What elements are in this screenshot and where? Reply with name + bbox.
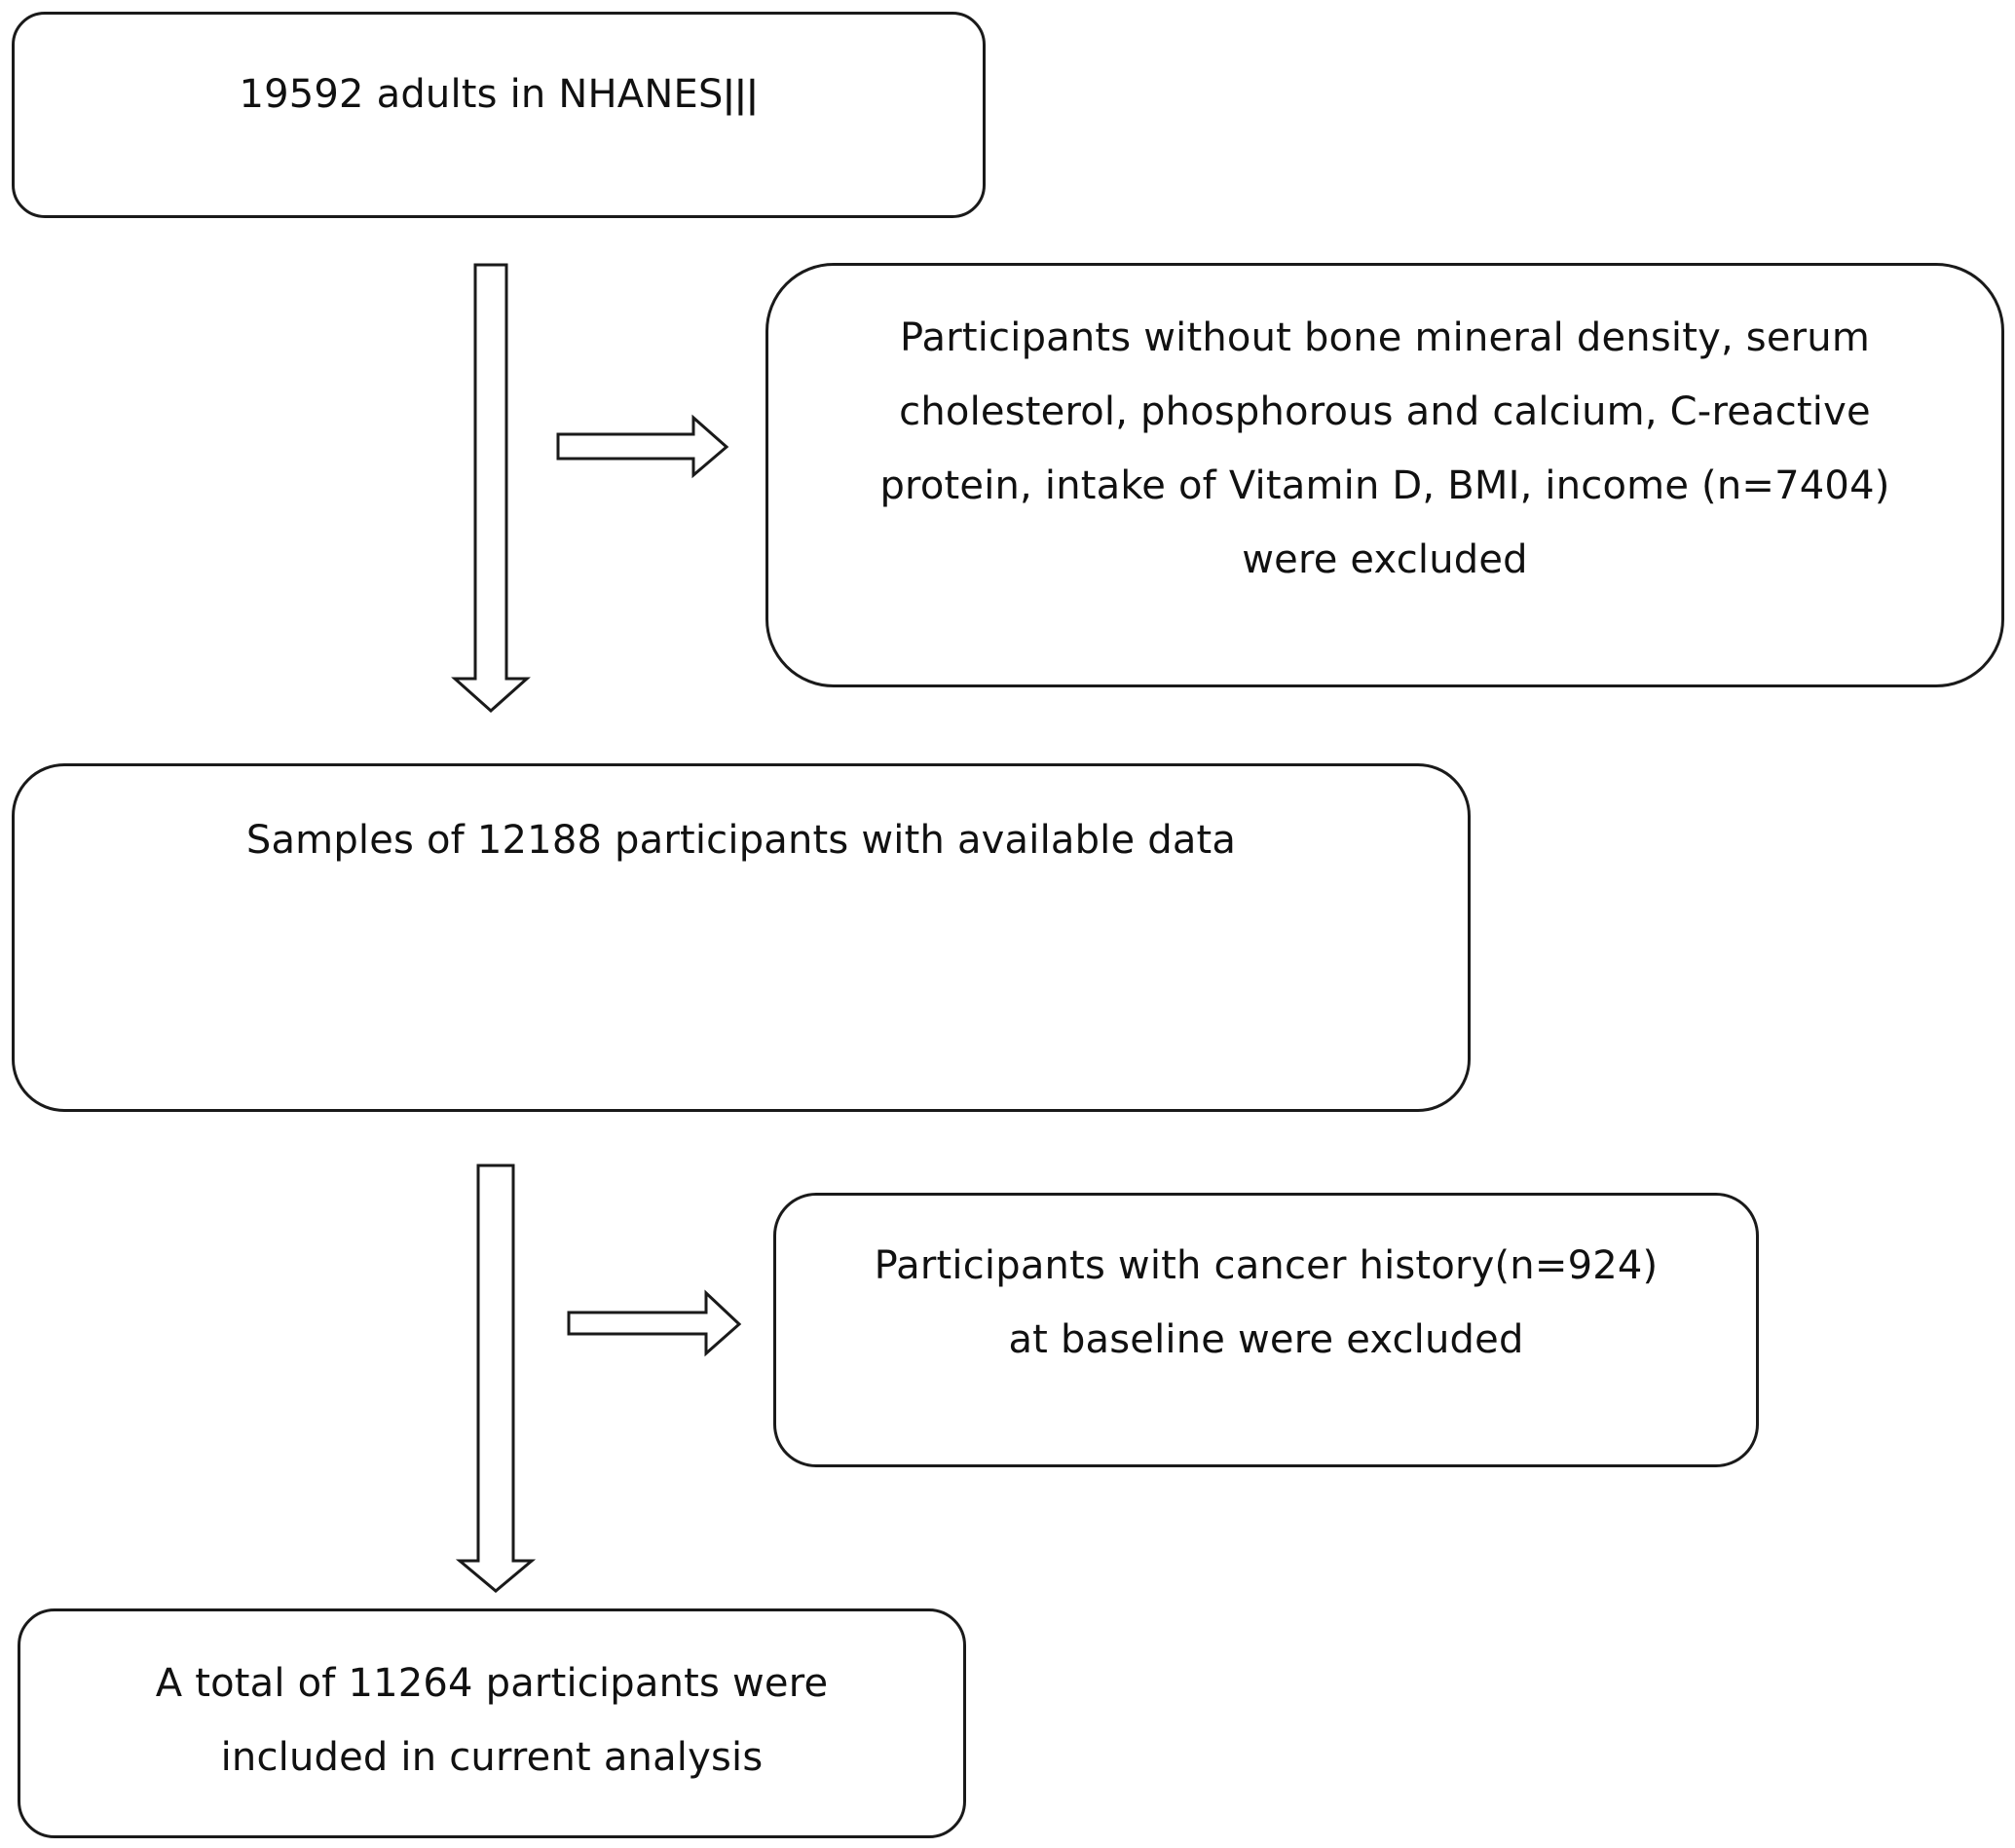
first-exclusion-line-2: cholesterol, phosphorous and calcium, C-… [899, 389, 1871, 434]
first-exclusion-line-3: protein, intake of Vitamin D, BMI, incom… [879, 463, 1890, 508]
first-exclusion-line-1: Participants without bone mineral densit… [899, 315, 1871, 360]
initial-population-box: 19592 adults in NHANESǀǀǀ [12, 12, 986, 218]
available-data-text: Samples of 12188 participants with avail… [15, 803, 1468, 877]
right-arrow-icon [567, 1289, 742, 1357]
down-arrow-icon [455, 1164, 537, 1593]
down-arrow-icon [451, 263, 531, 714]
first-exclusion-box: Participants without bone mineral densit… [765, 263, 2004, 687]
final-sample-text: A total of 11264 participants were inclu… [20, 1646, 963, 1794]
second-exclusion-line-1: Participants with cancer history(n=924) [874, 1243, 1659, 1288]
initial-population-line-1: 19592 adults in NHANESǀǀǀ [239, 72, 759, 117]
initial-population-text: 19592 adults in NHANESǀǀǀ [15, 57, 983, 131]
final-sample-line-2: included in current analysis [220, 1735, 764, 1780]
second-exclusion-line-2: at baseline were excluded [1008, 1317, 1524, 1362]
right-arrow-icon [556, 414, 729, 479]
available-data-line-1: Samples of 12188 participants with avail… [245, 818, 1237, 863]
first-exclusion-line-4: were excluded [1242, 537, 1528, 582]
final-sample-box: A total of 11264 participants were inclu… [18, 1608, 966, 1838]
available-data-box: Samples of 12188 participants with avail… [12, 763, 1471, 1112]
second-exclusion-text: Participants with cancer history(n=924) … [776, 1229, 1756, 1377]
second-exclusion-box: Participants with cancer history(n=924) … [773, 1193, 1759, 1467]
final-sample-line-1: A total of 11264 participants were [155, 1661, 829, 1706]
first-exclusion-text: Participants without bone mineral densit… [768, 301, 2001, 597]
